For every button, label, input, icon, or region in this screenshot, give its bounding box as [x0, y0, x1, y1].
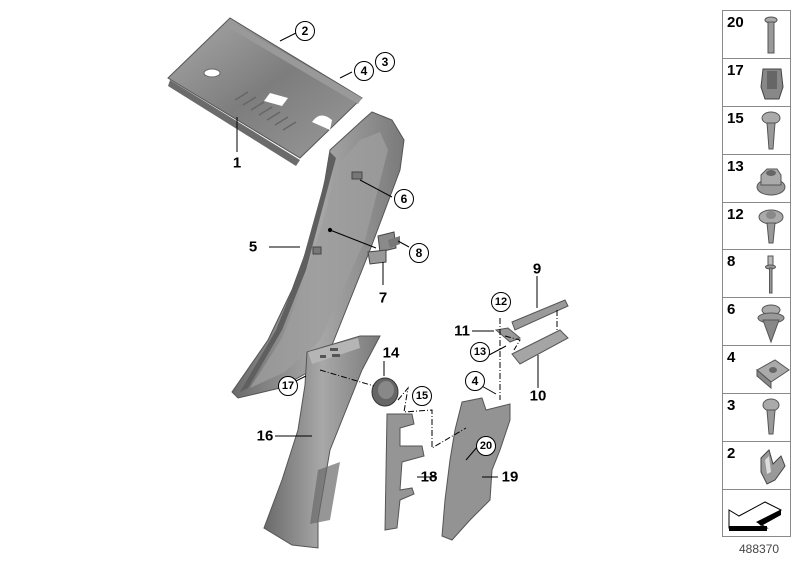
legend-item-2: 2: [723, 442, 790, 490]
callout-10: 10: [529, 387, 547, 405]
clip-icon: [760, 449, 786, 485]
callout-15: 15: [412, 386, 432, 406]
legend-item-15: 15: [723, 107, 790, 155]
legend-number: 8: [727, 253, 736, 271]
legend-number: 4: [727, 349, 736, 367]
callout-11: 11: [454, 322, 470, 340]
legend-number: 3: [727, 397, 736, 415]
legend-number: 13: [727, 157, 744, 175]
callout-20: 20: [476, 436, 496, 456]
legend-item-17: 17: [723, 59, 790, 107]
legend-number: 20: [727, 14, 744, 31]
callout-4-lower: 4: [465, 371, 485, 391]
part-11-small-bracket: [494, 327, 521, 343]
pan-head-screw-icon: [761, 111, 781, 150]
callout-14: 14: [382, 344, 400, 362]
legend-item-8: 8: [723, 250, 790, 299]
callout-18: 18: [420, 468, 438, 486]
callout-13: 13: [470, 342, 490, 362]
part-9-strip: [511, 299, 569, 331]
callout-3: 3: [375, 52, 395, 72]
leader-lines: [236, 32, 539, 478]
legend-item-12: 12: [723, 203, 790, 251]
spring-clip-icon: [760, 68, 784, 100]
part-1-shelf-panel: [167, 17, 363, 166]
part-10-bracket: [511, 329, 569, 365]
callout-6: 6: [394, 189, 414, 209]
legend-item-6: 6: [723, 298, 790, 347]
legend-item-4: 4: [723, 346, 790, 395]
dashed-assembly-lines: [319, 310, 558, 449]
speed-nut-icon: [756, 359, 790, 390]
legend-item-direction-arrow: [723, 490, 790, 538]
callout-5: 5: [248, 238, 258, 256]
callout-16: 16: [256, 427, 274, 445]
legend-number: 15: [727, 109, 744, 127]
callout-12: 12: [491, 292, 511, 312]
legend-item-3: 3: [723, 394, 790, 443]
part-18-bracket: [384, 413, 425, 531]
part-16-lower-trim: [263, 335, 381, 549]
expanding-rivet-icon: [757, 304, 785, 344]
legend-item-20: 20: [723, 11, 790, 59]
part-7-8-bracket: [367, 231, 400, 265]
legend-number: 12: [727, 205, 744, 223]
part-19-bracket: [441, 397, 511, 541]
long-screw-icon: [764, 16, 778, 54]
image-id: 488370: [739, 542, 780, 556]
legend-number: 2: [727, 445, 736, 463]
washer-screw-icon: [758, 209, 784, 244]
legend-item-13: 13: [723, 155, 790, 203]
callout-8: 8: [409, 243, 429, 263]
callout-1: 1: [232, 154, 242, 172]
fastener-legend: 20 17 15 13 12 8: [722, 10, 791, 537]
callout-4-top: 4: [354, 61, 374, 81]
callout-7: 7: [378, 289, 388, 307]
callout-2: 2: [295, 21, 315, 41]
hex-flange-nut-icon: [756, 168, 786, 196]
callout-17: 17: [278, 376, 298, 396]
legend-number: 6: [727, 301, 736, 319]
callout-19: 19: [501, 468, 519, 486]
callout-9: 9: [532, 260, 542, 278]
blind-rivet-icon: [765, 255, 776, 294]
legend-number: 17: [727, 61, 744, 79]
installation-direction-arrow-icon: [728, 501, 783, 531]
tapping-screw-icon: [762, 398, 780, 435]
